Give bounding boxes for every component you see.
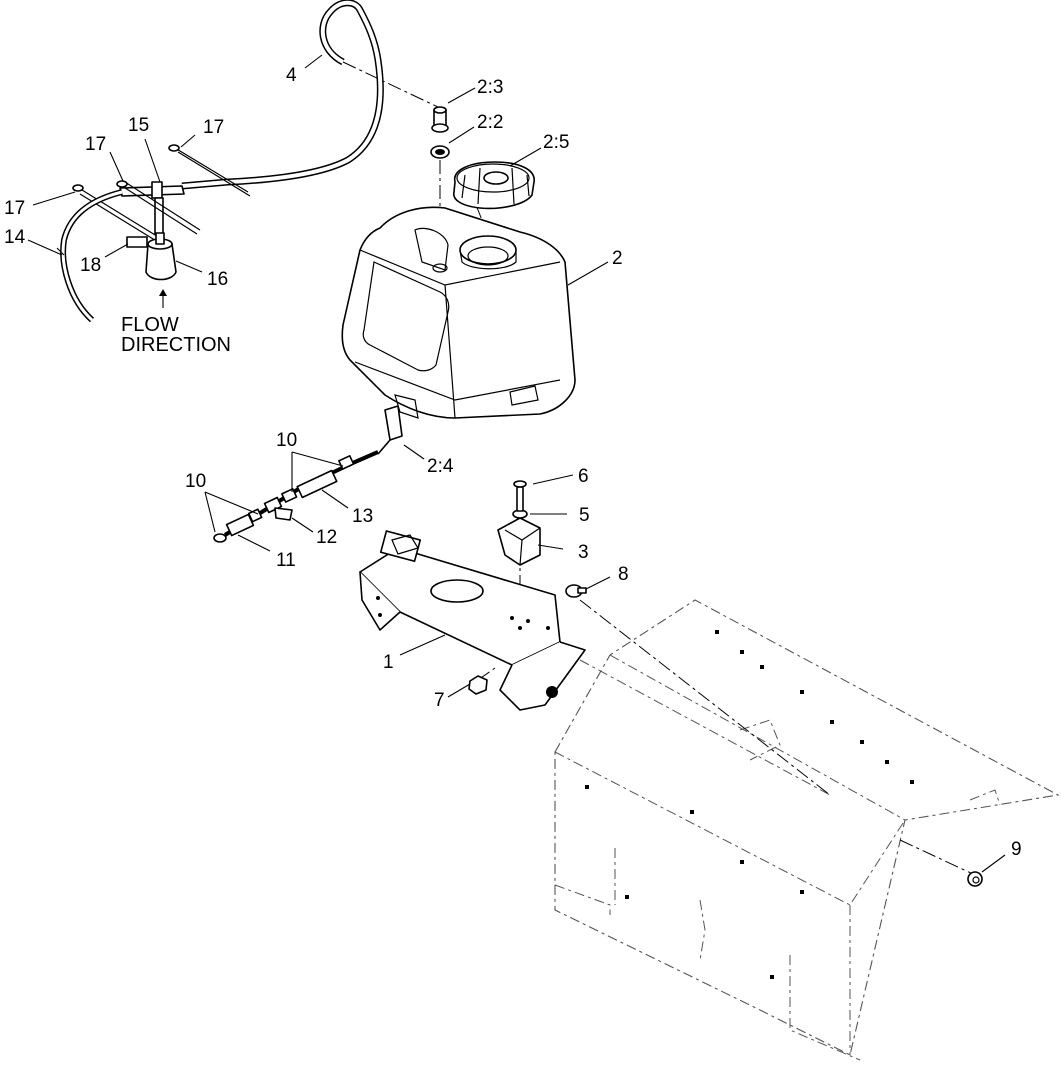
fuel-filter [145, 232, 177, 281]
callout-13: 13 [352, 506, 373, 527]
flange-nut [468, 675, 488, 695]
flow-direction-note: FLOW DIRECTION [121, 314, 231, 356]
flow-text-line2: DIRECTION [121, 334, 231, 356]
tank-grommet [430, 145, 450, 159]
fuel-tank [341, 206, 576, 419]
callout-2: 2 [612, 248, 623, 269]
callout-2-3: 2:3 [477, 77, 503, 98]
callout-18: 18 [80, 255, 101, 276]
filter-clip [126, 236, 148, 248]
tank-bracket [359, 530, 586, 711]
tee-fitting [119, 181, 185, 235]
callout-12: 12 [316, 527, 337, 548]
bolt [513, 480, 527, 512]
callout-17-top: 17 [203, 117, 224, 138]
callout-1: 1 [383, 652, 394, 673]
callout-11: 11 [276, 550, 296, 571]
vent-hose [181, 0, 384, 190]
bumper [565, 584, 587, 598]
callout-2-4: 2:4 [427, 456, 454, 477]
callout-2-2: 2:2 [477, 112, 503, 133]
callout-7: 7 [434, 690, 445, 711]
fuel-hose [60, 189, 123, 323]
nut [967, 871, 983, 887]
tank-outlet-fitting [377, 405, 403, 455]
frame-phantom [554, 599, 1060, 1061]
vent-fitting [431, 106, 449, 133]
callout-17-mid: 17 [85, 134, 106, 155]
callout-10-upper: 10 [276, 430, 297, 451]
callout-9: 9 [1011, 839, 1022, 860]
fuel-line-hose [213, 450, 379, 543]
callout-6: 6 [578, 466, 589, 487]
tank-cap [453, 161, 535, 210]
callout-4: 4 [286, 65, 297, 86]
flow-arrow [159, 289, 167, 308]
callout-3: 3 [578, 542, 589, 563]
callout-14: 14 [4, 227, 26, 248]
callout-2-5: 2:5 [543, 132, 569, 153]
callout-15: 15 [128, 115, 149, 136]
callout-10-lower: 10 [185, 471, 206, 492]
callout-8: 8 [618, 564, 629, 585]
flow-text-line1: FLOW [121, 314, 179, 336]
rubber-mount [497, 517, 541, 566]
callout-17-left: 17 [4, 198, 25, 219]
callout-16: 16 [207, 269, 228, 290]
callout-labels: 4 2:3 2:2 2:5 2 2:4 6 5 3 8 1 7 9 10 10 … [4, 65, 1022, 860]
leader-lines [27, 54, 1006, 873]
callout-5: 5 [579, 505, 590, 526]
